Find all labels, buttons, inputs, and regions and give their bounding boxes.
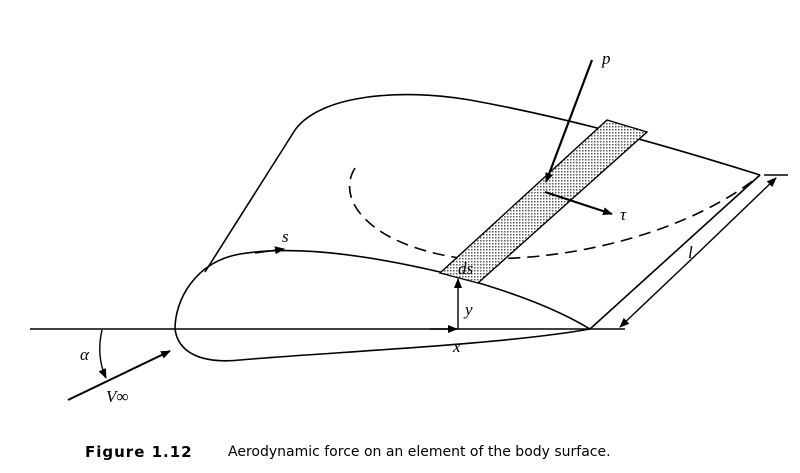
label-x: x [452, 337, 461, 356]
rear-airfoil-lower-hidden [348, 167, 761, 260]
shear-arrow [544, 190, 613, 216]
front-airfoil-lower [174, 328, 591, 362]
label-s: s [282, 227, 289, 246]
label-alpha: α [80, 345, 90, 364]
front-airfoil-upper [174, 249, 591, 330]
alpha-arc [98, 329, 107, 379]
trailing-edge-line [589, 174, 761, 330]
label-tau: τ [620, 205, 627, 224]
label-v-inf: V∞ [106, 387, 129, 406]
leading-edge-line [204, 129, 296, 273]
figure-caption: Aerodynamic force on an element of the b… [228, 444, 611, 460]
rear-airfoil-upper [294, 93, 761, 176]
span-dimension [619, 252, 699, 328]
pressure-arrow [544, 59, 594, 183]
surface-element-strip [438, 119, 649, 284]
label-ds: ds [458, 259, 474, 278]
label-p: p [601, 49, 611, 68]
label-l: l [688, 243, 693, 262]
s-arrow [254, 246, 285, 255]
span-dimension-upper [697, 177, 777, 254]
label-y: y [463, 300, 473, 319]
freestream-arrow [67, 350, 171, 401]
figure-number: Figure 1.12 [85, 443, 193, 461]
